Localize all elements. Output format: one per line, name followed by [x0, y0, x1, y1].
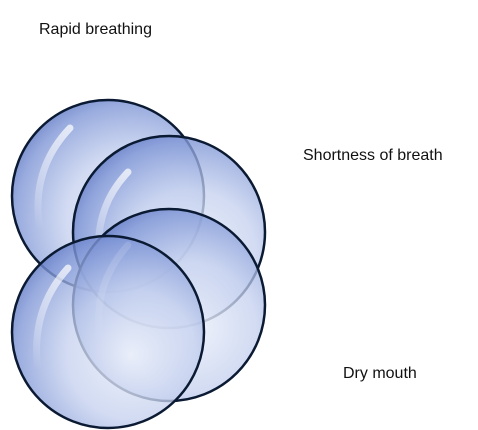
label-shortness-of-breath: Shortness of breath: [303, 148, 443, 164]
bubble-bottom-left: [12, 236, 204, 428]
label-rapid-breathing: Rapid breathing: [39, 22, 152, 38]
label-dry-mouth: Dry mouth: [343, 366, 417, 382]
